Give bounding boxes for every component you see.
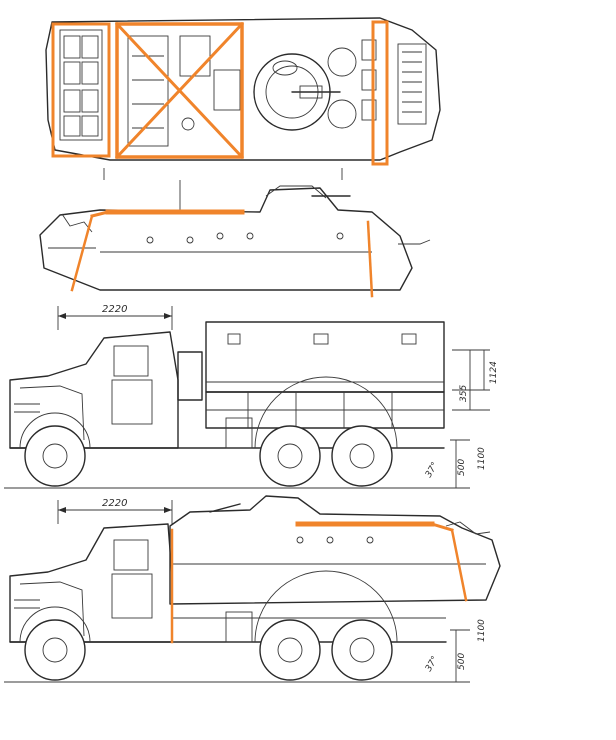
truck-bottom-side-view: 2220 xyxy=(4,495,501,683)
truck-top-wheelbase-label: 2220 xyxy=(102,304,127,315)
truck-bottom-overlay xyxy=(170,521,468,644)
apc-top-view xyxy=(45,17,441,180)
truck-bottom-wheels xyxy=(19,570,398,681)
apc-top-bow xyxy=(397,43,427,125)
apc-top-driver-hatches xyxy=(327,39,377,129)
truck-top-wheelbase-dim: 2220 xyxy=(57,304,173,330)
truck-top-angle: 37° xyxy=(424,461,441,480)
truck-bottom-wheelbase-label: 2220 xyxy=(102,498,127,509)
truck-top-height-355: 355 xyxy=(459,385,469,402)
truck-top-height-1124: 1124 xyxy=(489,361,499,384)
truck-top-clearance: 1100 xyxy=(477,447,487,470)
apc-top-rear-grille xyxy=(59,29,103,141)
truck-top-wheels xyxy=(19,376,398,487)
truck-top-side-view: 2220 xyxy=(4,304,499,489)
apc-top-turret xyxy=(253,53,341,131)
truck-bottom-clearance: 1100 xyxy=(477,619,487,642)
truck-bottom-angle: 37° xyxy=(424,655,441,674)
truck-bottom-height-dims: 500 1100 37° xyxy=(424,619,487,682)
top-view-overlay xyxy=(51,20,389,166)
truck-top-ground-500: 500 xyxy=(457,459,467,476)
truck-bottom-wheelbase-dim: 2220 xyxy=(57,498,173,524)
truck-bottom-ground-500: 500 xyxy=(457,653,467,670)
side-view-overlay xyxy=(70,209,374,298)
